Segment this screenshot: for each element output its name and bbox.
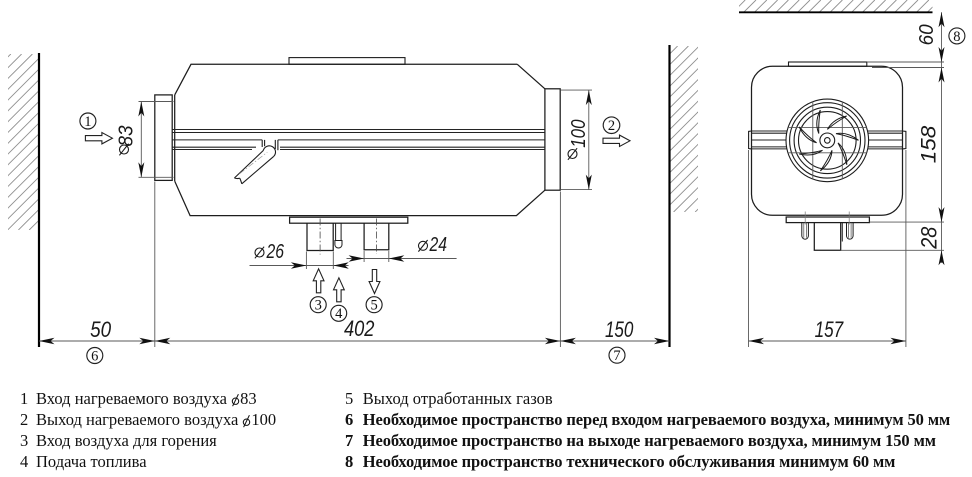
svg-text:8: 8 bbox=[953, 29, 960, 45]
svg-text:402: 402 bbox=[344, 316, 375, 341]
svg-text:150: 150 bbox=[605, 317, 634, 342]
svg-text:3: 3 bbox=[315, 298, 322, 314]
svg-text:24: 24 bbox=[429, 234, 447, 256]
svg-text:158: 158 bbox=[918, 125, 941, 163]
svg-text:4: 4 bbox=[335, 306, 343, 322]
svg-text:60: 60 bbox=[916, 24, 938, 45]
svg-text:100: 100 bbox=[568, 120, 590, 148]
svg-text:5: 5 bbox=[370, 298, 377, 314]
svg-text:83: 83 bbox=[116, 126, 138, 147]
svg-text:1: 1 bbox=[84, 114, 91, 130]
svg-text:7: 7 bbox=[613, 348, 620, 364]
svg-text:157: 157 bbox=[815, 317, 844, 342]
svg-text:26: 26 bbox=[266, 241, 285, 263]
svg-text:6: 6 bbox=[91, 348, 98, 364]
svg-text:28: 28 bbox=[917, 226, 942, 250]
svg-text:2: 2 bbox=[608, 118, 615, 134]
svg-text:50: 50 bbox=[90, 317, 112, 342]
